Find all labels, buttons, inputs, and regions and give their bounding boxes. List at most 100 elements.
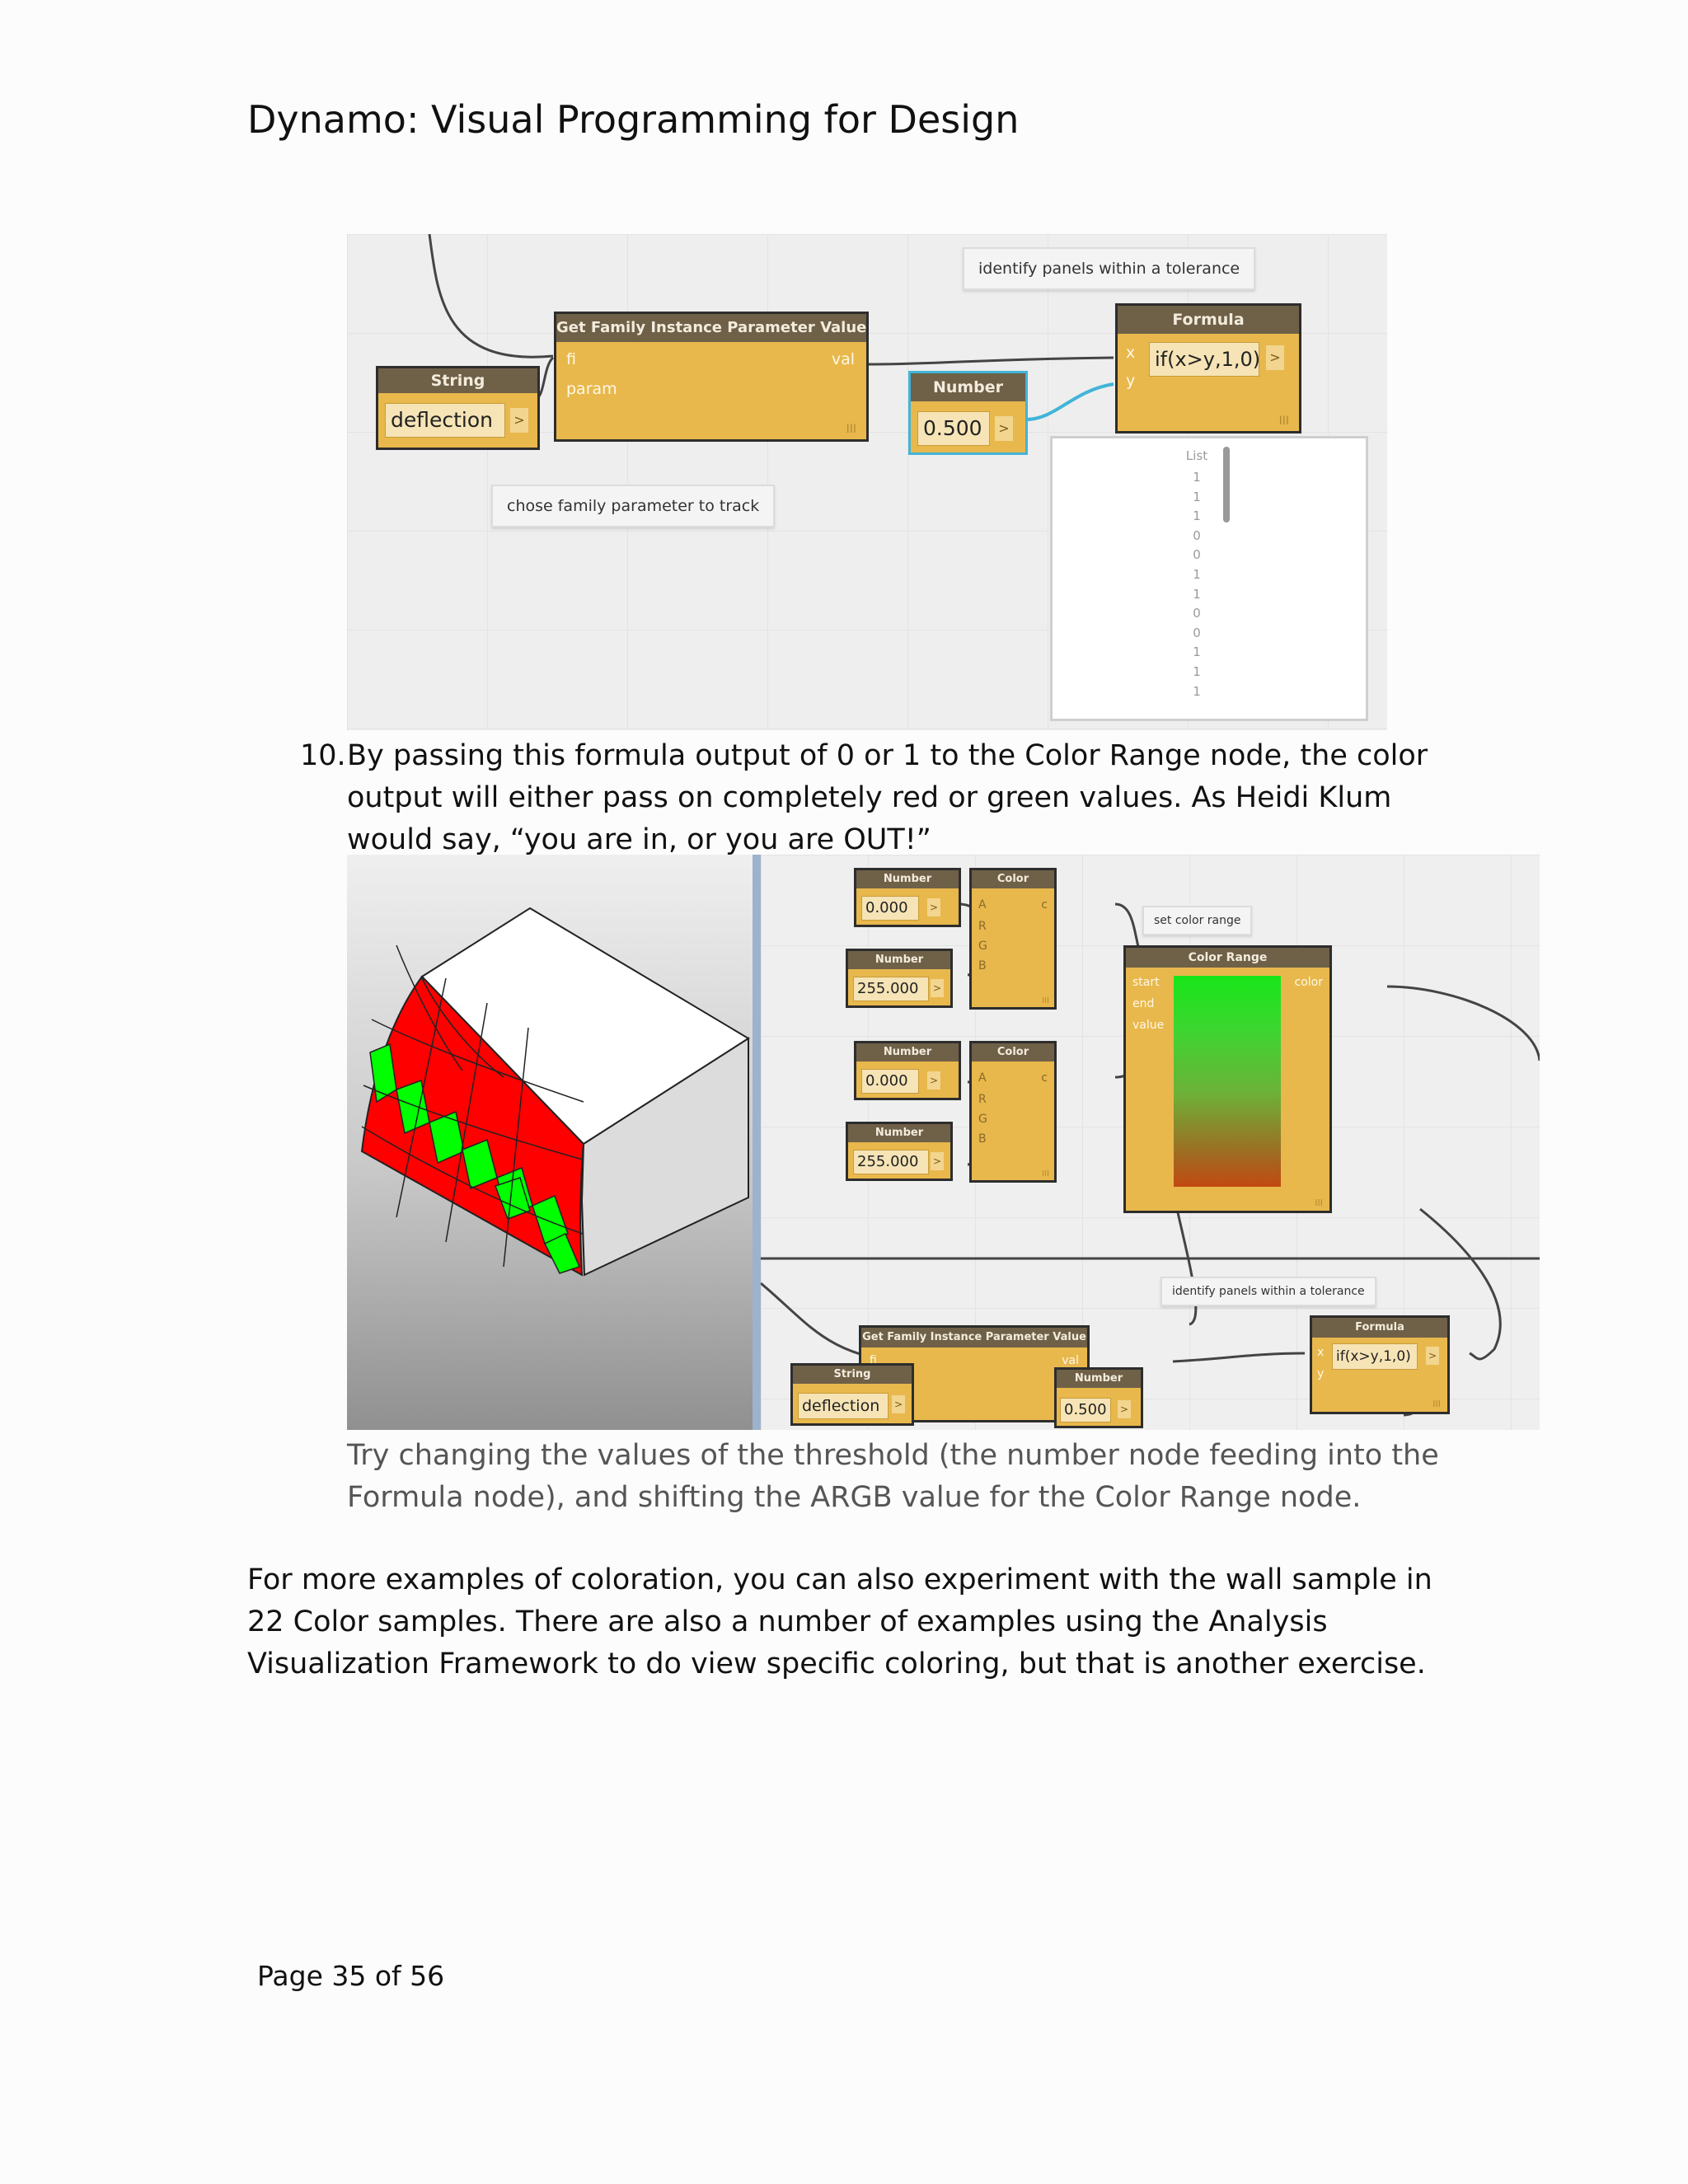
list-item: 1 [1193,663,1201,679]
number-node-header: Number [856,870,959,888]
number-node-header: Number [911,373,1025,401]
closing-paragraph: For more examples of coloration, you can… [247,1563,1432,1680]
string-value-field[interactable]: deflection [798,1393,889,1419]
panel-surface-image [360,907,750,1277]
number-output-port[interactable]: > [1118,1400,1131,1418]
formula-input-x[interactable]: x [1126,344,1136,362]
number-node-g1[interactable]: Number 255.000 > [846,949,953,1008]
color-input-a[interactable]: A [978,1071,987,1085]
dynamo-graph-screenshot-1: identify panels within a tolerance chose… [347,234,1387,730]
number-node-header: Number [848,951,950,969]
color-node-header: Color [972,870,1054,888]
color-range-input-value[interactable]: value [1132,1019,1165,1032]
string-value-field[interactable]: deflection [385,403,505,438]
color-range-output-color[interactable]: color [1294,976,1323,989]
formula-output-port[interactable]: > [1266,345,1284,370]
list-item: 1 [1193,644,1201,660]
number-node-a1[interactable]: Number 0.000 > [854,868,961,927]
formula-expression-field[interactable]: if(x>y,1,0) [1332,1343,1418,1370]
list-item: 0 [1193,527,1201,543]
string-output-port[interactable]: > [510,408,528,433]
color-input-g[interactable]: G [978,1113,987,1126]
color-input-r[interactable]: R [978,920,987,933]
color-output-c[interactable]: c [1041,1071,1048,1085]
view-divider[interactable] [753,855,761,1430]
number-node[interactable]: Number 0.500 > [1054,1367,1143,1428]
color-output-c[interactable]: c [1041,898,1048,912]
number-node[interactable]: Number 0.500 > [908,371,1028,455]
number-value-field[interactable]: 0.500 [917,411,990,446]
formula-node-header: Formula [1118,306,1299,334]
list-preview-panel[interactable]: List 1 1 1 0 0 1 1 0 0 1 1 1 [1050,436,1368,721]
list-item: 0 [1193,606,1201,621]
gfi-output-val[interactable]: val [831,350,855,368]
lacing-indicator: III [1042,996,1049,1005]
number-value-field[interactable]: 0.000 [861,896,919,921]
note-identify-panels: identify panels within a tolerance [1160,1277,1376,1306]
revit-3d-view [347,855,753,1430]
number-value-field[interactable]: 0.000 [861,1069,919,1094]
string-node[interactable]: String deflection > [790,1363,914,1426]
color-node-1[interactable]: Color A R G B c III [969,868,1057,1010]
string-node-header: String [378,368,537,393]
note-chose-parameter: chose family parameter to track [491,485,776,527]
formula-node[interactable]: Formula x y if(x>y,1,0) > III [1115,303,1301,434]
color-range-node[interactable]: Color Range start end value color III [1123,945,1332,1213]
color-range-input-end[interactable]: end [1132,997,1155,1010]
color-input-r[interactable]: R [978,1093,987,1106]
formula-input-x[interactable]: x [1317,1346,1325,1359]
string-output-port[interactable]: > [892,1395,905,1413]
formula-output-port[interactable]: > [1426,1347,1439,1365]
number-output-port[interactable]: > [927,1071,940,1090]
number-value-field[interactable]: 0.500 [1060,1398,1111,1422]
list-item: 1 [1193,566,1201,582]
string-node-header: String [793,1366,912,1384]
list-item: 1 [1193,509,1201,524]
list-scrollbar[interactable] [1223,447,1230,523]
lacing-indicator: III [1042,1169,1049,1179]
gfi-input-fi[interactable]: fi [870,1354,877,1367]
list-item: 1 [1193,586,1201,602]
formula-expression-field[interactable]: if(x>y,1,0) [1149,342,1260,377]
number-output-port[interactable]: > [927,898,940,916]
color-node-header: Color [972,1043,1054,1062]
lacing-indicator: III [1278,415,1289,428]
number-value-field[interactable]: 255.000 [853,1150,929,1174]
document-title: Dynamo: Visual Programming for Design [247,97,1020,142]
lacing-indicator: III [1315,1197,1323,1208]
page-number: Page 35 of 56 [257,1960,445,1992]
get-family-instance-node[interactable]: Get Family Instance Parameter Value fi p… [554,312,869,442]
gfi-output-val[interactable]: val [1062,1354,1079,1367]
lacing-indicator: III [1432,1399,1441,1409]
color-input-a[interactable]: A [978,898,987,912]
list-item: 0 [1193,547,1201,563]
gfi-input-param[interactable]: param [566,380,617,398]
color-input-b[interactable]: B [978,1132,987,1146]
dynamo-canvas: Number 0.000 > Number 255.000 > Color A … [761,855,1540,1430]
step-number: 10. [300,739,346,772]
note-set-color-range: set color range [1142,906,1253,935]
number-node-a2[interactable]: Number 0.000 > [854,1041,961,1100]
formula-node[interactable]: Formula x y if(x>y,1,0) > III [1310,1315,1450,1414]
list-item: 0 [1193,625,1201,640]
number-value-field[interactable]: 255.000 [853,977,929,1001]
color-node-2[interactable]: Color A R G B c III [969,1041,1057,1183]
list-item: 1 [1193,489,1201,504]
string-node[interactable]: String deflection > [376,366,540,450]
color-input-g[interactable]: G [978,940,987,953]
formula-input-y[interactable]: y [1317,1367,1325,1380]
color-input-b[interactable]: B [978,959,987,972]
number-output-port[interactable]: > [931,979,944,997]
gfi-node-header: Get Family Instance Parameter Value [556,314,866,342]
gfi-input-fi[interactable]: fi [566,350,576,368]
number-output-port[interactable]: > [931,1152,944,1170]
formula-node-header: Formula [1312,1318,1447,1338]
list-values: 1 1 1 0 0 1 1 0 0 1 1 1 [1176,470,1217,703]
number-output-port[interactable]: > [995,416,1013,441]
list-item: 1 [1193,683,1201,699]
number-node-b2[interactable]: Number 255.000 > [846,1122,953,1181]
gfi-node-header: Get Family Instance Parameter Value [861,1328,1087,1347]
color-range-input-start[interactable]: start [1132,976,1160,989]
formula-input-y[interactable]: y [1126,372,1136,390]
number-node-header: Number [848,1124,950,1142]
